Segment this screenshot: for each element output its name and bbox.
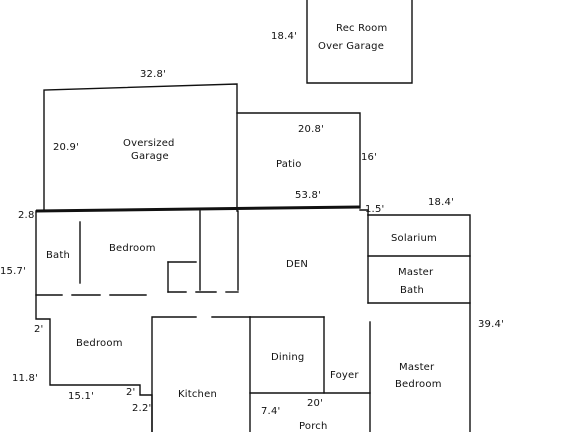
master-bath-label-line2: Bath	[400, 285, 424, 296]
dim-garage-side: 20.9'	[53, 142, 79, 153]
dim-kitchen-step-a: 2'	[126, 387, 136, 398]
dim-porch-top: 20'	[307, 398, 323, 409]
dim-left-step: 2'	[34, 324, 44, 335]
bedroom-upper-label: Bedroom	[109, 243, 156, 254]
garage-label: Oversized	[123, 138, 175, 149]
kitchen-dining-walls	[151, 316, 371, 432]
dim-top-right: 18.4'	[428, 197, 454, 208]
dim-patio-right: 16'	[361, 152, 377, 163]
dim-left-wing: 15.7'	[0, 266, 26, 277]
dim-rec-room-side: 18.4'	[271, 31, 297, 42]
kitchen-label: Kitchen	[178, 389, 217, 400]
garage-label-line2: Garage	[131, 151, 169, 162]
dim-kitchen-step-b: 2.2'	[132, 403, 151, 414]
bath-label: Bath	[46, 250, 70, 261]
den-label: DEN	[286, 259, 308, 270]
dim-patio-bottom: 53.8'	[295, 190, 321, 201]
garage-outline	[43, 83, 238, 212]
dim-bedroom-side: 11.8'	[12, 373, 38, 384]
dim-left-offset: 2.8'	[18, 210, 37, 221]
dining-label: Dining	[271, 352, 304, 363]
solarium-label: Solarium	[391, 233, 437, 244]
foyer-label: Foyer	[330, 370, 359, 381]
dim-bedroom-bottom: 15.1'	[68, 391, 94, 402]
master-bedroom-label: Master	[399, 362, 435, 373]
dim-porch-left: 7.4'	[261, 406, 280, 417]
main-divider-wall	[35, 205, 361, 213]
dim-patio-top: 20.8'	[298, 124, 324, 135]
rec-room-label: Rec Room	[336, 23, 387, 34]
right-wing-walls	[359, 209, 471, 432]
patio-label: Patio	[276, 159, 302, 170]
upper-left-partitions	[35, 210, 239, 296]
house-left-wall	[35, 210, 153, 432]
dim-right-side: 39.4'	[478, 319, 504, 330]
bedroom-lower-label: Bedroom	[76, 338, 123, 349]
patio-outline	[236, 112, 361, 209]
rec-room-outline	[306, 0, 413, 84]
dim-garage-top: 32.8'	[140, 69, 166, 80]
rec-room-label-line2: Over Garage	[318, 41, 384, 52]
porch-label: Porch	[299, 421, 328, 432]
master-bath-label: Master	[398, 267, 434, 278]
dim-right-offset: 1.5'	[365, 204, 384, 215]
master-bedroom-label-line2: Bedroom	[395, 379, 442, 390]
